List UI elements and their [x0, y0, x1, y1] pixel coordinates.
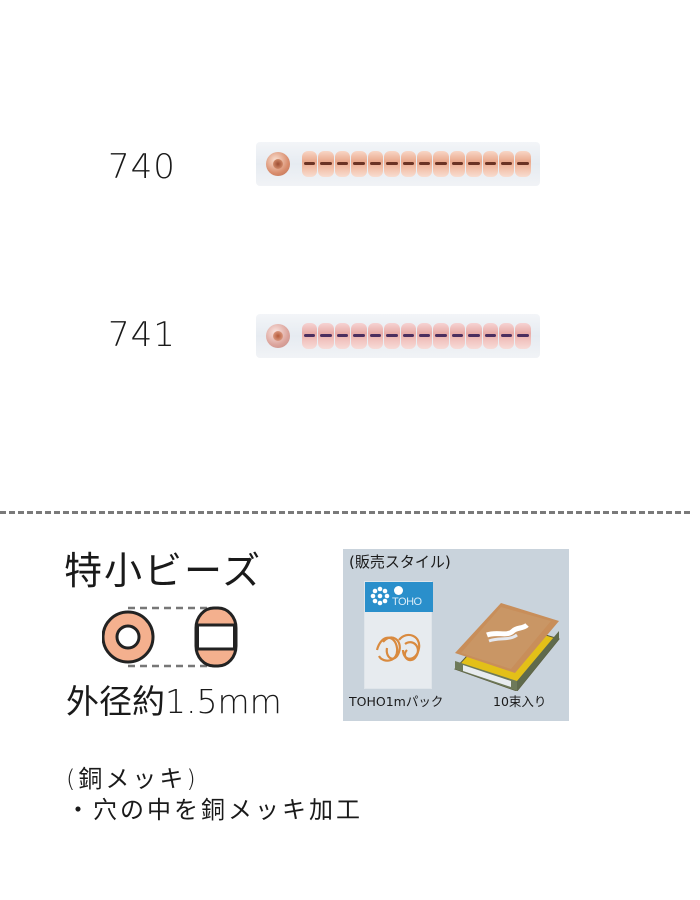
bead-row [302, 323, 532, 349]
bead-strip-741-image [256, 314, 540, 358]
plating-type-title: (銅メッキ) [66, 765, 199, 793]
bead-type-title: 特小ビーズ [64, 549, 263, 593]
bead [302, 323, 318, 349]
box-caption: 10束入り [493, 694, 547, 709]
bead [384, 323, 400, 349]
bead [302, 151, 318, 177]
bead [466, 151, 482, 177]
bead [482, 151, 499, 177]
bead-strip-740-image [256, 142, 540, 186]
bead-hole [273, 331, 283, 341]
bead [367, 151, 384, 177]
bead [367, 323, 384, 349]
bead [400, 323, 416, 349]
sales-style-title: (販売スタイル) [349, 553, 451, 571]
bead-size-diagram-icon [102, 606, 238, 668]
bead-row [302, 151, 532, 177]
plating-description: ・穴の中を銅メッキ加工 [66, 796, 363, 824]
product-code-741: 741 [108, 315, 176, 355]
bead [416, 151, 433, 177]
bead [433, 151, 449, 177]
bead [449, 323, 466, 349]
bead [433, 323, 449, 349]
toho-flower-logo-icon [370, 586, 390, 606]
toho-pack-image: TOHO [364, 581, 433, 689]
bead-top-view [266, 152, 290, 176]
sales-style-panel: (販売スタイル) TOHO TOHO1mパック [343, 549, 569, 721]
pack-brand: TOHO [392, 596, 422, 608]
outer-diameter-label: 外径約1.5mm [66, 682, 282, 721]
bead [318, 323, 334, 349]
bead [334, 323, 351, 349]
bead [449, 151, 466, 177]
bead [515, 151, 531, 177]
bead [466, 323, 482, 349]
bead [482, 323, 499, 349]
pack-dot-icon [394, 586, 403, 595]
bead [384, 151, 400, 177]
ten-bundle-box-icon [454, 603, 560, 691]
bead-top-view [266, 324, 290, 348]
bead [334, 151, 351, 177]
bead [351, 151, 367, 177]
bead [400, 151, 416, 177]
dashed-divider [0, 511, 690, 514]
bead [515, 323, 531, 349]
bead [351, 323, 367, 349]
bead [499, 323, 515, 349]
bead-strands-icon [375, 633, 421, 662]
bead-hole [273, 159, 283, 169]
pack-caption: TOHO1mパック [349, 694, 444, 709]
pack-header: TOHO [365, 582, 433, 612]
bead [499, 151, 515, 177]
bead [416, 323, 433, 349]
bead [318, 151, 334, 177]
product-code-740: 740 [108, 147, 176, 187]
